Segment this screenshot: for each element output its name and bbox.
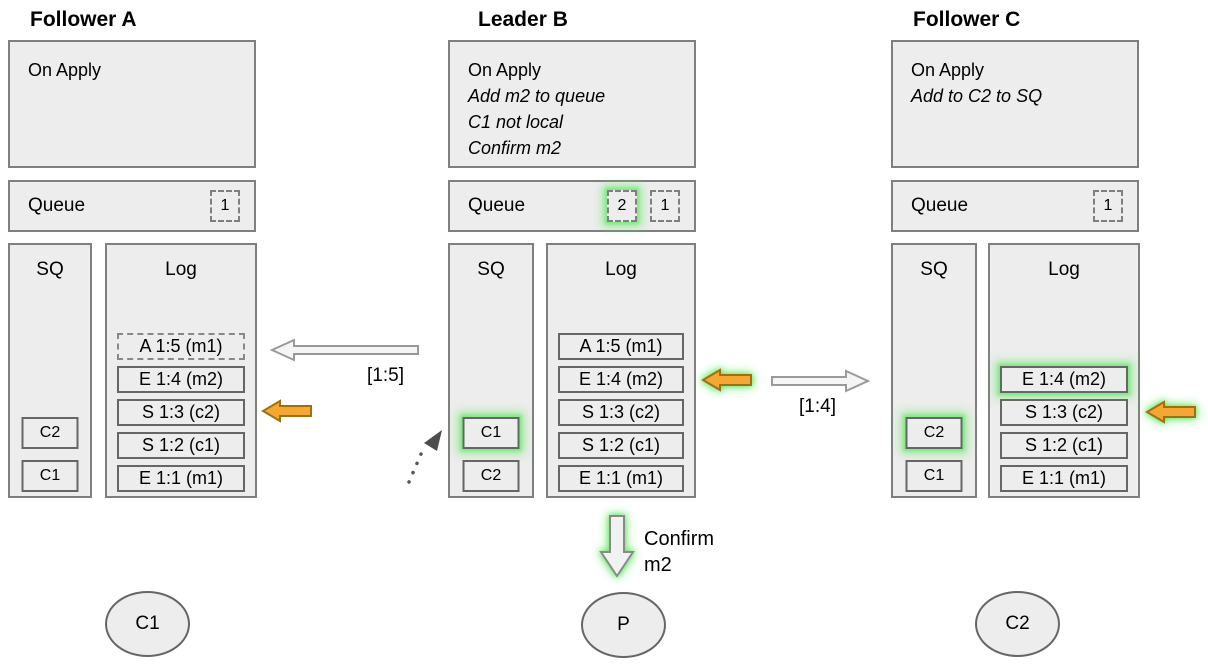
queue-box-c: Queue 1: [891, 180, 1139, 232]
queue-to-sq-dotted-arrow-icon: [407, 430, 442, 484]
sq-item-highlighted: C2: [905, 417, 963, 449]
sq-item: C2: [462, 460, 520, 492]
client-ellipse-c1: C1: [105, 591, 190, 657]
log-box-c: Log E 1:4 (m2) S 1:3 (c2) S 1:2 (c1) E 1…: [988, 243, 1140, 498]
log-box-a: Log A 1:5 (m1) E 1:4 (m2) S 1:3 (c2) S 1…: [105, 243, 257, 498]
sq-label: SQ: [920, 259, 948, 280]
log-entry-highlighted: E 1:4 (m2): [1000, 366, 1128, 393]
on-apply-title: On Apply: [468, 60, 542, 80]
queue-slot: 1: [650, 190, 680, 222]
on-apply-line: Confirm m2: [468, 138, 562, 158]
log-label: Log: [165, 259, 197, 280]
log-entry: S 1:2 (c1): [1000, 432, 1128, 459]
sq-item-highlighted: C1: [462, 417, 520, 449]
confirm-arrow-down-icon: [599, 515, 635, 578]
log-label: Log: [1048, 259, 1080, 280]
log-entry: S 1:3 (c2): [558, 399, 684, 426]
queue-slots-a: 1: [210, 190, 240, 222]
queue-label: Queue: [468, 195, 526, 216]
queue-label: Queue: [911, 195, 969, 216]
log-entry: E 1:1 (m1): [117, 465, 245, 492]
queue-slots-c: 1: [1093, 190, 1123, 222]
log-entry: S 1:2 (c1): [558, 432, 684, 459]
log-entry: S 1:3 (c2): [1000, 399, 1128, 426]
node-title-leader-b: Leader B: [478, 8, 568, 31]
replicate-range-label-c: [1:4]: [799, 396, 836, 417]
on-apply-box-c: On Apply Add to C2 to SQ: [891, 40, 1139, 168]
queue-slot: 1: [210, 190, 240, 222]
sq-box-c: SQ C2 C1: [891, 243, 977, 498]
log-entry: S 1:2 (c1): [117, 432, 245, 459]
client-ellipse-c2: C2: [975, 591, 1060, 657]
log-entry: E 1:4 (m2): [117, 366, 245, 393]
queue-label: Queue: [28, 195, 86, 216]
log-entry: E 1:1 (m1): [1000, 465, 1128, 492]
node-title-follower-c: Follower C: [913, 8, 1021, 31]
log-entry: A 1:5 (m1): [558, 333, 684, 360]
sq-item: C1: [905, 460, 963, 492]
on-apply-title: On Apply: [28, 60, 102, 80]
replicate-arrow-right-icon: [771, 369, 871, 393]
on-apply-line: Add to C2 to SQ: [911, 86, 1043, 106]
queue-box-b: Queue 2 1: [448, 180, 696, 232]
client-ellipse-p: P: [581, 592, 666, 658]
apply-pointer-orange-highlighted-icon: [1145, 400, 1196, 424]
apply-pointer-orange-highlighted-icon: [701, 368, 752, 392]
confirm-label: Confirm m2: [644, 528, 715, 576]
log-entry: A 1:5 (m1): [117, 333, 245, 360]
replicate-arrow-left-icon: [269, 338, 419, 362]
log-entry: S 1:3 (c2): [117, 399, 245, 426]
queue-slots-b: 2 1: [607, 190, 680, 222]
log-entry: E 1:1 (m1): [558, 465, 684, 492]
queue-slot-highlighted: 2: [607, 190, 637, 222]
sq-label: SQ: [36, 259, 64, 280]
sq-label: SQ: [477, 259, 505, 280]
log-label: Log: [605, 259, 637, 280]
log-box-b: Log A 1:5 (m1) E 1:4 (m2) S 1:3 (c2) S 1…: [546, 243, 696, 498]
sq-box-b: SQ C1 C2: [448, 243, 534, 498]
on-apply-line: C1 not local: [468, 112, 564, 132]
sq-item: C2: [21, 417, 79, 449]
queue-slot: 1: [1093, 190, 1123, 222]
queue-box-a: Queue 1: [8, 180, 256, 232]
log-entry: E 1:4 (m2): [558, 366, 684, 393]
on-apply-title: On Apply: [911, 60, 985, 80]
replicate-range-label-a: [1:5]: [367, 365, 404, 386]
on-apply-box-a: On Apply: [8, 40, 256, 168]
node-title-follower-a: Follower A: [30, 8, 137, 31]
sq-item: C1: [21, 460, 79, 492]
on-apply-box-b: On Apply Add m2 to queue C1 not local Co…: [448, 40, 696, 168]
sq-box-a: SQ C2 C1: [8, 243, 92, 498]
apply-pointer-orange-icon: [261, 399, 312, 423]
on-apply-line: Add m2 to queue: [468, 86, 606, 106]
